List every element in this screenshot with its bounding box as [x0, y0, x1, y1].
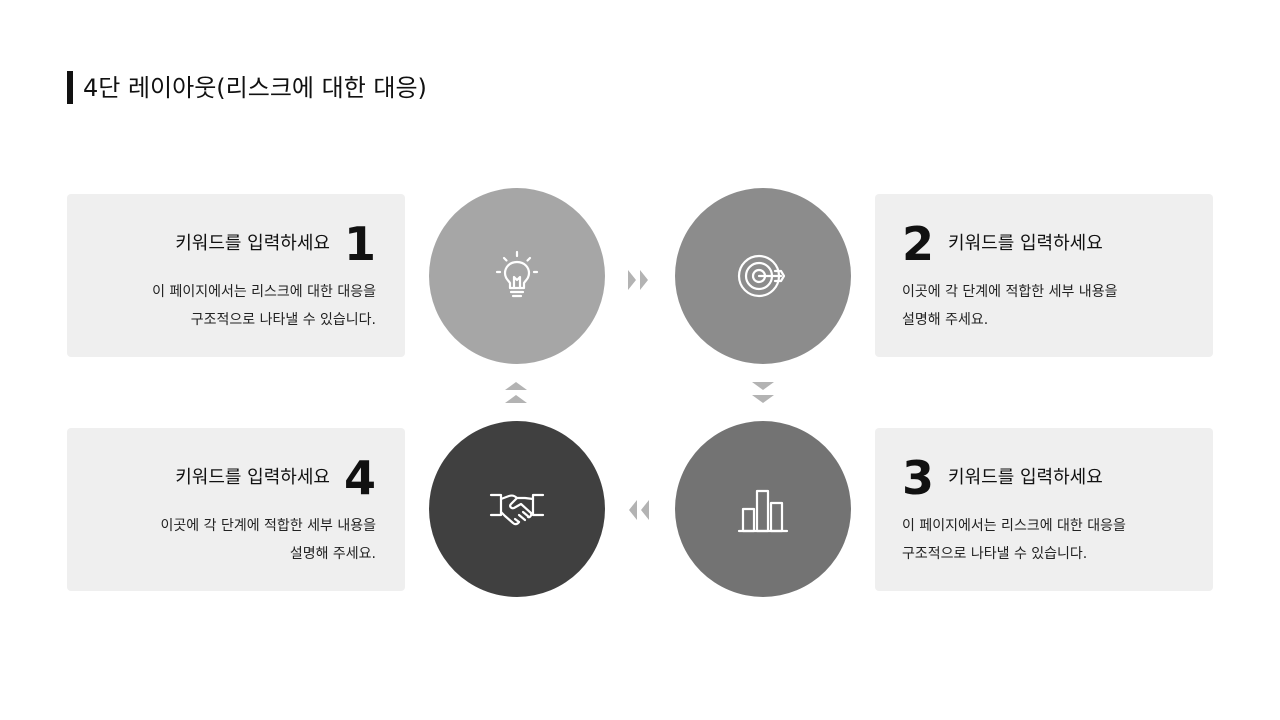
step-number: 2 — [902, 217, 935, 271]
step-card-1: 키워드를 입력하세요 1 이 페이지에서는 리스크에 대한 대응을 구조적으로 … — [67, 194, 405, 357]
step-number: 3 — [902, 451, 935, 505]
step-description-line: 이 페이지에서는 리스크에 대한 대응을 — [902, 518, 1126, 534]
step-description-line: 설명해 주세요. — [289, 546, 376, 562]
step-description: 이곳에 각 단계에 적합한 세부 내용을 설명해 주세요. — [161, 512, 376, 568]
step-keyword: 키워드를 입력하세요 — [948, 233, 1103, 254]
step-card-3: 3 키워드를 입력하세요 이 페이지에서는 리스크에 대한 대응을 구조적으로 … — [875, 428, 1213, 591]
step-card-4: 키워드를 입력하세요 4 이곳에 각 단계에 적합한 세부 내용을 설명해 주세… — [67, 428, 405, 591]
step-circle-3 — [675, 421, 851, 597]
arrow-right-icon — [628, 270, 648, 290]
step-circle-4 — [429, 421, 605, 597]
step-keyword: 키워드를 입력하세요 — [948, 467, 1103, 488]
step-card-header: 3 키워드를 입력하세요 — [902, 450, 1103, 506]
step-circle-2 — [675, 188, 851, 364]
step-keyword: 키워드를 입력하세요 — [175, 233, 330, 254]
step-number: 4 — [343, 451, 376, 505]
step-card-header: 키워드를 입력하세요 1 — [175, 216, 376, 272]
step-description-line: 구조적으로 나타낼 수 있습니다. — [902, 546, 1088, 562]
step-card-header: 키워드를 입력하세요 4 — [175, 450, 376, 506]
step-description: 이곳에 각 단계에 적합한 세부 내용을 설명해 주세요. — [902, 278, 1117, 334]
page-title: 4단 레이아웃(리스크에 대한 대응) — [83, 74, 427, 102]
step-description-line: 이 페이지에서는 리스크에 대한 대응을 — [152, 284, 376, 300]
arrow-down-icon — [752, 382, 774, 403]
step-description: 이 페이지에서는 리스크에 대한 대응을 구조적으로 나타낼 수 있습니다. — [902, 512, 1126, 568]
step-number: 1 — [343, 217, 376, 271]
step-description-line: 설명해 주세요. — [902, 312, 989, 328]
title-accent-bar — [67, 71, 73, 104]
step-description-line: 구조적으로 나타낼 수 있습니다. — [190, 312, 376, 328]
step-card-header: 2 키워드를 입력하세요 — [902, 216, 1103, 272]
lightbulb-icon — [495, 250, 539, 298]
step-description: 이 페이지에서는 리스크에 대한 대응을 구조적으로 나타낼 수 있습니다. — [152, 278, 376, 334]
arrow-up-icon — [505, 382, 527, 403]
handshake-icon — [489, 493, 545, 526]
step-description-line: 이곳에 각 단계에 적합한 세부 내용을 — [160, 518, 376, 534]
step-description-line: 이곳에 각 단계에 적합한 세부 내용을 — [902, 284, 1118, 300]
arrow-left-icon — [629, 500, 649, 520]
step-card-2: 2 키워드를 입력하세요 이곳에 각 단계에 적합한 세부 내용을 설명해 주세… — [875, 194, 1213, 357]
bar-chart-icon — [737, 489, 789, 533]
step-keyword: 키워드를 입력하세요 — [175, 467, 330, 488]
target-icon — [737, 254, 786, 298]
step-circle-1 — [429, 188, 605, 364]
